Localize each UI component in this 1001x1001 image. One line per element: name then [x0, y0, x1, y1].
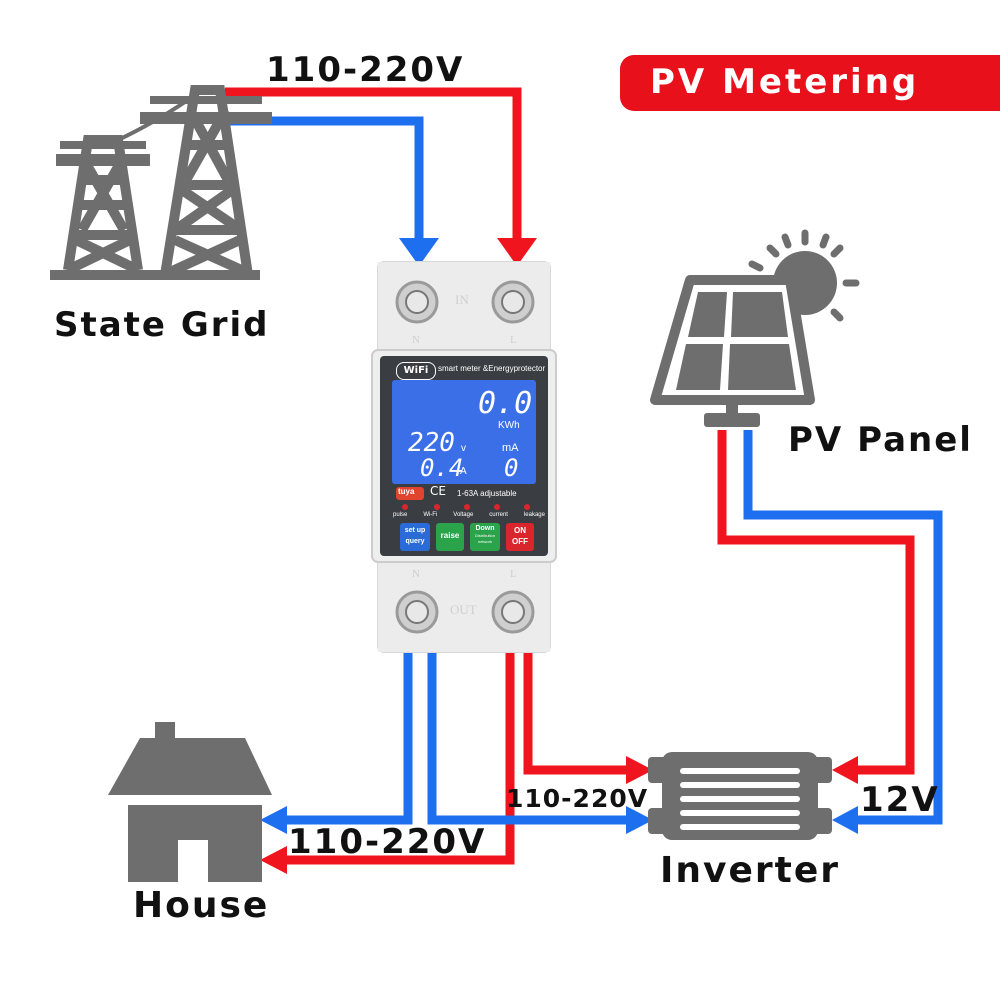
- indicator-current: current: [489, 512, 508, 518]
- inverter-neutral-wire: [427, 650, 653, 834]
- voltage-value: 220: [408, 428, 455, 458]
- voltage-unit: v: [461, 443, 466, 454]
- terminal-l-top: L: [510, 334, 517, 346]
- down-label: Down: [475, 525, 495, 532]
- terminal-screw-icon: [395, 280, 535, 634]
- indicator-voltage: Voltage: [453, 512, 474, 518]
- setup-label: set up: [404, 527, 426, 534]
- grid-neutral-wire: [225, 116, 439, 266]
- state-grid-label: State Grid: [54, 305, 270, 345]
- house-neutral-wire: [260, 650, 413, 834]
- voltage-label-top: 110-220V: [266, 50, 465, 90]
- inverter-live-wire: [523, 650, 653, 784]
- pv-panel-label: PV Panel: [788, 420, 973, 460]
- indicator-leakage: leakage: [523, 512, 545, 518]
- ce-mark: CE: [430, 484, 446, 498]
- house-live-wire: [260, 650, 515, 874]
- setup-query-button[interactable]: set up query: [400, 525, 430, 547]
- meter-header: smart meter &Energyprotector: [438, 364, 546, 373]
- indicator-pulse: pulse: [393, 512, 408, 518]
- distribution-label: Distribution network: [474, 533, 495, 544]
- on-label: ON: [514, 526, 526, 535]
- tuya-logo: tuya: [398, 487, 415, 496]
- wifi-badge: WiFi: [396, 362, 436, 380]
- voltage-label-inverter: 110-220V: [506, 784, 649, 813]
- solar-panel-icon: [650, 275, 815, 427]
- voltage-label-dc: 12V: [860, 780, 940, 820]
- rating-label: 1-63A adjustable: [457, 489, 517, 498]
- leak-unit: mA: [502, 442, 519, 454]
- energy-unit: KWh: [498, 420, 520, 431]
- raise-button[interactable]: raise: [440, 531, 460, 540]
- pv-neutral-wire: [743, 430, 943, 834]
- down-button[interactable]: Down Distribution network: [470, 524, 500, 545]
- inverter-icon: [648, 752, 832, 840]
- house-icon: [108, 722, 272, 882]
- power-tower-icon: [50, 85, 272, 280]
- terminal-n-bottom: N: [412, 568, 420, 580]
- query-label: query: [405, 538, 425, 545]
- energy-value: 0.0: [478, 386, 533, 421]
- terminal-out-label: OUT: [450, 602, 477, 617]
- inverter-label: Inverter: [660, 850, 841, 891]
- leak-value: 0: [504, 454, 519, 482]
- current-value: 0.4: [420, 454, 464, 482]
- grid-live-wire: [225, 87, 537, 266]
- terminal-l-bottom: L: [510, 568, 517, 580]
- title-banner: [620, 55, 1000, 111]
- voltage-label-house: 110-220V: [288, 822, 487, 862]
- indicator-wifi: Wi-Fi: [423, 512, 438, 518]
- indicator-labels: pulse Wi-Fi Voltage current leakage: [393, 512, 545, 518]
- pv-live-wire: [717, 430, 915, 784]
- terminal-in-label: IN: [455, 292, 469, 307]
- terminal-n-top: N: [412, 334, 420, 346]
- off-label: OFF: [512, 537, 528, 546]
- on-off-button[interactable]: ON OFF: [506, 525, 534, 547]
- current-unit: A: [460, 466, 467, 477]
- smart-meter-device: [371, 261, 557, 653]
- page-title: PV Metering: [650, 62, 920, 102]
- house-label: House: [133, 885, 270, 926]
